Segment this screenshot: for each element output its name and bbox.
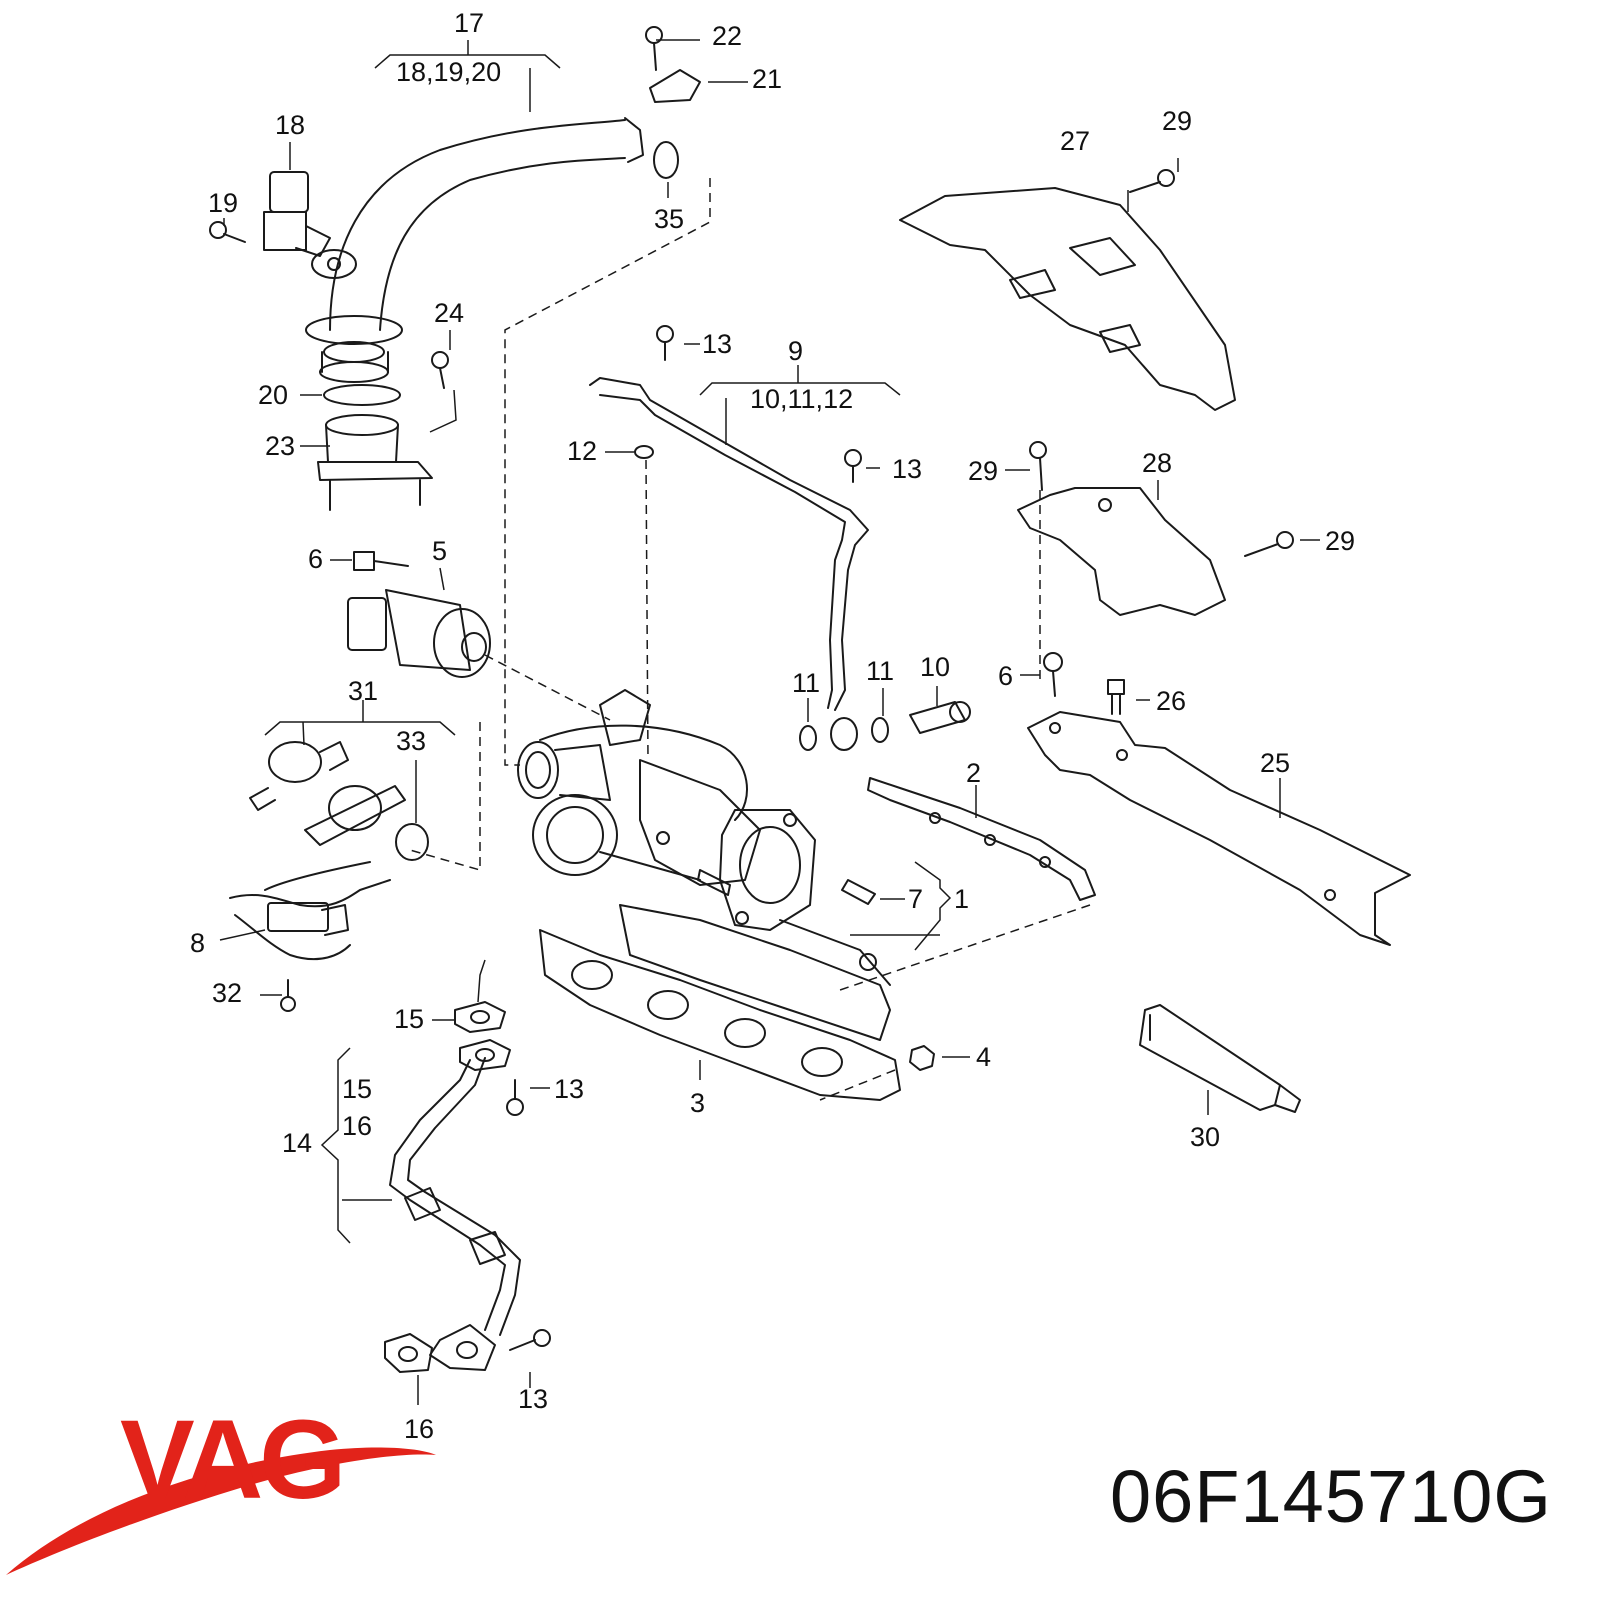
callout-21: 21 [752, 64, 782, 94]
bolt-13b [656, 325, 674, 361]
callout-2: 2 [966, 758, 981, 788]
callout-24: 24 [434, 298, 464, 328]
coolant-connector [249, 741, 406, 846]
callout-13-low: 13 [554, 1074, 584, 1104]
washer-12 [634, 445, 654, 459]
vag-logo-swoosh [6, 1447, 436, 1575]
leader-lines [219, 39, 1320, 1405]
bolt-6b [1043, 652, 1063, 697]
brand-logo: VAG [120, 1397, 346, 1522]
exhaust-manifold [619, 904, 891, 1041]
bolt-13a [506, 1079, 524, 1116]
callout-33: 33 [396, 726, 426, 756]
callout-23: 23 [265, 431, 295, 461]
callout-27: 27 [1060, 126, 1090, 156]
stud-7 [841, 879, 876, 905]
callout-18-19-20: 18,19,20 [396, 57, 501, 87]
turbocharger [517, 689, 761, 896]
callout-17: 17 [454, 8, 484, 38]
bracket-plate-25 [1027, 711, 1411, 946]
callout-28: 28 [1142, 448, 1172, 478]
retaining-clip [645, 26, 701, 103]
callout-11-a: 11 [792, 668, 820, 698]
callout-6-left: 6 [308, 544, 323, 574]
callout-15: 15 [394, 1004, 424, 1034]
bolt-26 [1107, 679, 1125, 715]
callout-1: 1 [954, 884, 969, 914]
callout-35: 35 [654, 204, 684, 234]
bolt-32 [280, 979, 296, 1012]
exhaust-flange [719, 809, 816, 931]
bolt-29c [1244, 531, 1294, 557]
charge-air-pipe [305, 117, 644, 383]
callout-30: 30 [1190, 1122, 1220, 1152]
gasket-15b [459, 1039, 511, 1071]
callout-5: 5 [432, 536, 447, 566]
callout-13-bottom: 13 [518, 1384, 548, 1414]
heat-shield-28 [1017, 487, 1226, 616]
washer-11b [871, 717, 889, 743]
callout-6-right: 6 [998, 661, 1013, 691]
connection-flange [317, 414, 433, 511]
washer-11a [799, 725, 817, 751]
callout-20: 20 [258, 380, 288, 410]
banjo-bolt-10 [909, 701, 971, 734]
callout-19: 19 [208, 188, 238, 218]
callout-15-sub: 15 [342, 1074, 372, 1104]
banjo-fitting [830, 717, 858, 751]
callout-3: 3 [690, 1088, 705, 1118]
callout-18: 18 [275, 110, 305, 140]
heat-shield-27 [899, 187, 1236, 411]
callout-13-mid: 13 [892, 454, 922, 484]
callout-13-top: 13 [702, 329, 732, 359]
pressure-sensor [263, 171, 357, 279]
callout-7: 7 [908, 884, 923, 914]
callout-11-b: 11 [866, 656, 894, 686]
bolt-24 [431, 351, 449, 389]
part-number: 06F145710G [1109, 1455, 1552, 1538]
bolt-13c [844, 449, 862, 483]
callout-14: 14 [282, 1128, 312, 1158]
bolt-29a [1129, 169, 1175, 193]
gasket-strip-2 [867, 777, 1096, 901]
callout-32: 32 [212, 978, 242, 1008]
bolt-13d [509, 1329, 551, 1351]
callout-29-right: 29 [1325, 526, 1355, 556]
callout-25: 25 [1260, 748, 1290, 778]
gasket-15 [454, 1001, 506, 1033]
sealant-tube-30 [1139, 1004, 1301, 1113]
gasket-16 [384, 1333, 433, 1373]
callout-26: 26 [1156, 686, 1186, 716]
callout-12: 12 [567, 436, 597, 466]
callout-labels: 17 18,19,20 22 21 18 19 35 24 20 23 13 9… [190, 8, 1355, 1444]
o-ring-33 [395, 823, 429, 861]
callout-8: 8 [190, 928, 205, 958]
coolant-hose-8 [229, 861, 391, 961]
oil-supply-line [589, 377, 869, 711]
bolt-29b [1029, 441, 1047, 491]
callout-29-top: 29 [1162, 106, 1192, 136]
o-ring-20 [323, 384, 401, 406]
callout-16: 16 [404, 1414, 434, 1444]
bolt-6a [353, 551, 409, 571]
o-ring-35 [653, 141, 679, 179]
sensor-bolt [209, 221, 246, 243]
callout-31: 31 [348, 676, 378, 706]
manifold-gasket-3 [539, 929, 901, 1101]
diverter-valve [347, 589, 491, 678]
callout-22: 22 [712, 21, 742, 51]
callout-16-sub: 16 [342, 1111, 372, 1141]
callout-10: 10 [920, 652, 950, 682]
nut-4 [909, 1045, 935, 1071]
oil-return-line [389, 1057, 521, 1371]
callout-9: 9 [788, 336, 803, 366]
callout-4: 4 [976, 1042, 991, 1072]
callout-10-11-12: 10,11,12 [750, 384, 853, 414]
callout-29-left: 29 [968, 456, 998, 486]
assembly-lines [409, 178, 1091, 1101]
